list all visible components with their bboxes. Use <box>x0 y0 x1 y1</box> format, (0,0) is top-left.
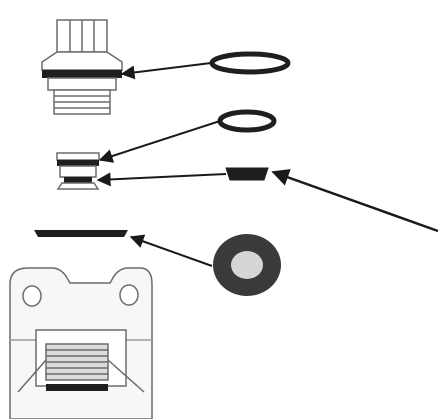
housing-chamfer-right <box>107 359 145 393</box>
arrow-small-o-ring-to-valve <box>98 120 221 163</box>
poppet-valve-part <box>56 152 100 190</box>
arrow-cup-seal-to-valve <box>96 172 227 187</box>
cap-lower-ring <box>47 77 117 91</box>
valve-top-disc <box>56 152 100 161</box>
flat-gasket-part <box>213 234 281 296</box>
flat-seal-icon <box>34 230 128 237</box>
arrow-gasket-to-flat-seal <box>129 234 213 267</box>
housing-bolt-hole-right <box>119 284 139 306</box>
cap-collar <box>41 51 123 71</box>
o-ring-small-icon <box>217 109 277 133</box>
gasket-hole <box>231 251 263 279</box>
cap-seal-band <box>42 70 122 78</box>
valve-seal-band <box>57 160 99 166</box>
housing-seal-seat <box>46 384 108 391</box>
valve-stem-body <box>59 165 97 178</box>
o-ring-large-icon <box>209 51 291 75</box>
top-cap-part <box>41 19 123 115</box>
arrow-pointer-to-cup-seal <box>271 169 439 233</box>
valve-housing-part <box>9 267 153 419</box>
cup-seal-icon <box>225 167 269 181</box>
arrow-o-ring-to-cap <box>120 62 212 80</box>
housing-bolt-hole-left <box>22 285 42 307</box>
housing-chamfer-left <box>17 359 47 393</box>
valve-base-flange <box>56 182 100 190</box>
valve-lower-seal <box>64 177 92 183</box>
